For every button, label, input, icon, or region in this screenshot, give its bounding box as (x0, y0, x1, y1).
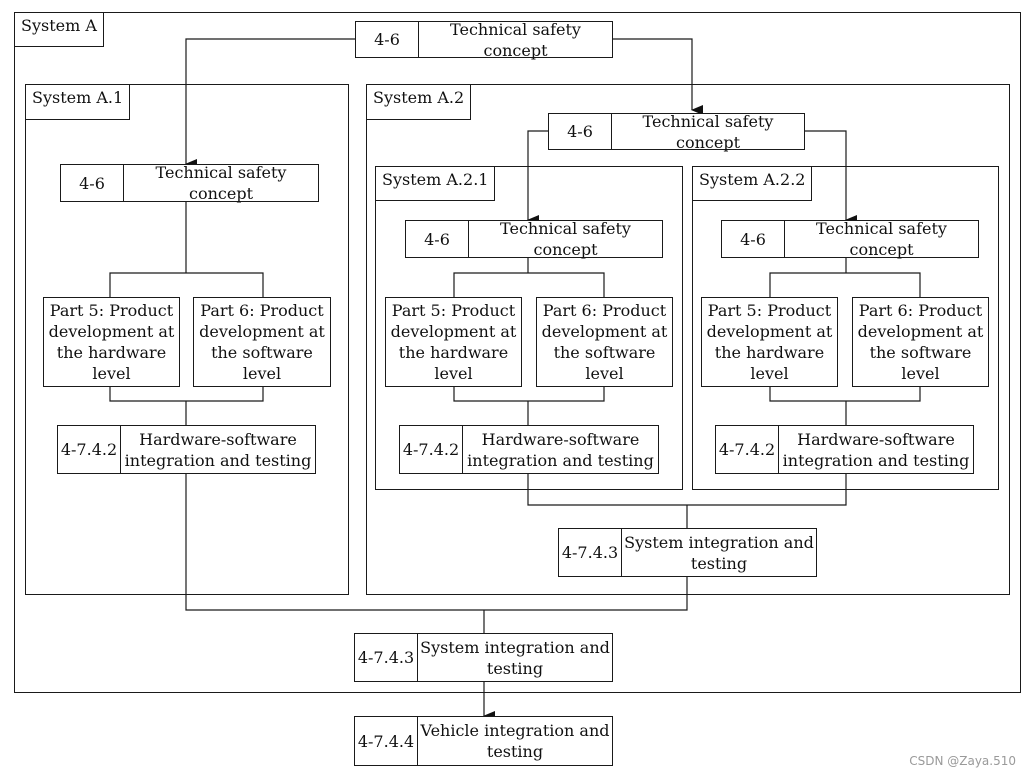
hsi-title: Hardware-software integration and testin… (467, 429, 654, 470)
part6-box-a1: Part 6: Product development at the softw… (193, 297, 331, 387)
frame-label-system-a: System A (14, 12, 104, 47)
hsi-title: Hardware-software integration and testin… (782, 429, 970, 470)
tsc-box-system-a1: 4-6 Technical safety concept (60, 163, 319, 203)
tsc-title: Technical safety concept (500, 219, 631, 259)
tsc-code: 4-6 (549, 114, 612, 149)
frame-system-a2 (366, 84, 1010, 595)
part6-box-a22: Part 6: Product development at the softw… (852, 297, 989, 387)
tsc-title: Technical safety concept (155, 163, 287, 203)
frame-label-system-a2: System A.2 (366, 84, 472, 120)
connector-a1-parts-merge (109, 386, 264, 425)
connector-a2-children-merge (527, 473, 847, 528)
tsc-title: Technical safety concept (816, 219, 947, 259)
frame-system-a21 (375, 166, 683, 490)
sit-title: System integration and testing (624, 532, 814, 573)
vit-box: 4-7.4.4 Vehicle integration and testing (354, 716, 613, 766)
tsc-title: Technical safety concept (450, 19, 581, 60)
connector-a22-parts-merge (769, 386, 921, 425)
frame-system-a (14, 12, 1021, 693)
connector-a22-tsc-split (769, 258, 921, 297)
sit-title: System integration and testing (420, 637, 610, 678)
connector-a21-tsc-split (453, 258, 605, 297)
hsi-title: Hardware-software integration and testin… (124, 429, 312, 470)
tsc-code: 4-6 (722, 221, 785, 257)
tsc-box-system-a22: 4-6 Technical safety concept (721, 219, 979, 259)
tsc-box-system-a: 4-6 Technical safety concept (355, 19, 613, 60)
sit-box-a2: 4-7.4.3 System integration and testing (558, 528, 817, 577)
connector-a21-parts-merge (453, 386, 605, 425)
connector-a1-out (185, 473, 688, 611)
tsc-title: Technical safety concept (642, 111, 774, 152)
hsi-box-a21: 4-7.4.2 Hardware-software integration an… (399, 425, 659, 474)
sit-box-system-a: 4-7.4.3 System integration and testing (354, 633, 613, 682)
vit-title: Vehicle integration and testing (420, 721, 610, 761)
hsi-code: 4-7.4.2 (400, 426, 463, 473)
frame-label-system-a1: System A.1 (25, 84, 131, 120)
connector-top-to-a2 (612, 38, 703, 115)
part5-box-a22: Part 5: Product development at the hardw… (701, 297, 838, 387)
connector-top-to-a1 (185, 38, 355, 169)
tsc-box-system-a21: 4-6 Technical safety concept (405, 219, 663, 259)
sit-code: 4-7.4.3 (559, 529, 622, 576)
hsi-box-a22: 4-7.4.2 Hardware-software integration an… (715, 425, 974, 474)
part6-box-a21: Part 6: Product development at the softw… (536, 297, 673, 387)
hsi-box-a1: 4-7.4.2 Hardware-software integration an… (57, 425, 316, 474)
frame-label-system-a22: System A.2.2 (692, 166, 813, 201)
part5-box-a1: Part 5: Product development at the hardw… (43, 297, 180, 387)
hsi-code: 4-7.4.2 (58, 426, 121, 473)
tsc-code: 4-6 (61, 165, 124, 201)
connector-a1-tsc-split (109, 202, 264, 297)
sit-code: 4-7.4.3 (355, 634, 418, 681)
vit-code: 4-7.4.4 (355, 717, 418, 765)
part5-box-a21: Part 5: Product development at the hardw… (385, 297, 522, 387)
connector-a2-to-a21 (527, 130, 549, 225)
hsi-code: 4-7.4.2 (716, 426, 779, 473)
tsc-box-system-a2: 4-6 Technical safety concept (548, 111, 805, 152)
tsc-code: 4-6 (356, 22, 419, 57)
frame-label-system-a21: System A.2.1 (375, 166, 496, 201)
tsc-code: 4-6 (406, 221, 469, 257)
frame-system-a1 (25, 84, 349, 595)
watermark: CSDN @Zaya.510 (909, 754, 1016, 768)
connector-a2-to-a22 (804, 130, 857, 225)
